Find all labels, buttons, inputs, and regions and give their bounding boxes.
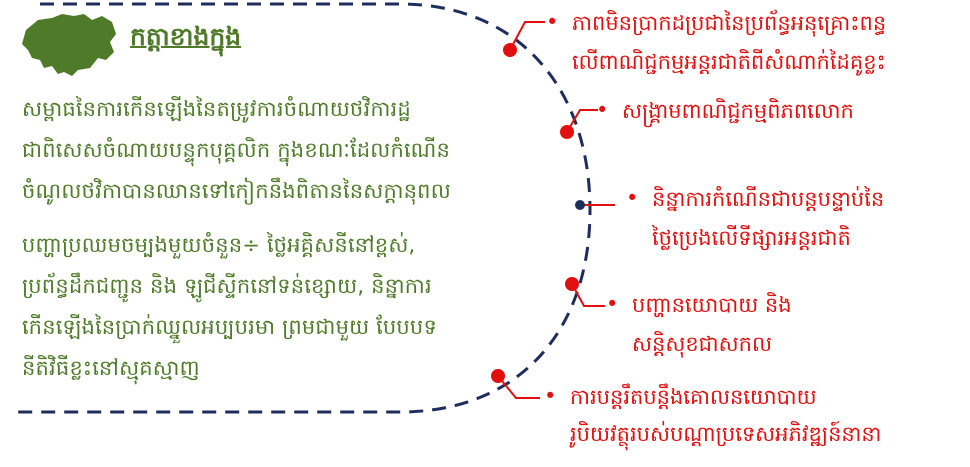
internal-factor-line: បញ្ហាប្រឈមចម្បងមួយចំនួន÷ ថ្លៃអគ្គិសនីនៅខ… — [22, 233, 416, 257]
bullet: • — [596, 98, 609, 122]
risk-dot-4 — [565, 277, 579, 291]
connectors — [497, 21, 615, 399]
external-risk-line: ថ្លៃប្រេងលើទីផ្សារអន្តរជាតិ — [652, 226, 851, 250]
connector-5 — [497, 375, 540, 399]
external-risk-line: លើពាណិជ្ជកម្មអន្តរជាតិពីសំណាក់ដៃគូខ្លះ — [572, 50, 886, 74]
internal-factor-line: ជាពិសេសចំណាយបន្ទុកបុគ្គលិក ក្នុងខណៈដែលកំ… — [22, 138, 451, 162]
internal-factor-line: ប្រព័ន្ធដឹកជញ្ជូន និង ឡូជីស្ទីកនៅទន់ខ្សោ… — [22, 274, 432, 298]
external-risk-line: បញ្ហានយោបាយ និង — [632, 293, 792, 317]
external-risk-line: សង្គ្រាមពាណិជ្ជកម្មពិភពលោក — [622, 99, 854, 123]
external-risk-line: រូបិយវត្ថុរបស់បណ្តាប្រទេសអភិវឌ្ឍន៍នានា — [570, 422, 882, 446]
internal-factors-heading: កត្តាខាងក្នុង — [130, 22, 242, 51]
internal-factor-line: សម្ពាធនៃការកើនឡើងនៃតម្រូវការចំណាយថវិការដ… — [22, 97, 411, 121]
connector-2 — [566, 109, 598, 133]
internal-factor-line: ចំណូលថវិកាបានឈានទៅកៀកនឹងពិតាននៃសក្តានុពល — [22, 179, 451, 203]
connector-1 — [509, 21, 545, 51]
risk-dot-2 — [560, 125, 574, 139]
external-risk-line: ភាពមិនប្រាកដប្រជានៃប្រព័ន្ធអនុគ្រោះពន្ធ — [572, 11, 887, 35]
external-risk-3: • និន្នាការកំណើនជាបន្តបន្ទាប់នៃ ថ្លៃប្រេ… — [626, 186, 885, 256]
external-risk-2: • សង្គ្រាមពាណិជ្ជកម្មពិភពលោក — [596, 98, 854, 129]
bullet: • — [626, 186, 639, 210]
external-risk-line: ការបន្តរឹតបន្តឹងគោលនយោបាយ — [570, 385, 817, 409]
internal-factor-line: កើនឡើងនៃប្រាក់ឈ្នួលអប្បបរមា ព្រមជាមួយ បែ… — [22, 315, 437, 339]
risk-dot-1 — [503, 43, 517, 57]
boundary-dashed-line — [18, 2, 592, 414]
cambodia-map-icon — [22, 14, 116, 76]
bullet: • — [606, 292, 619, 316]
connector-4 — [571, 283, 605, 307]
internal-factor-line: នីតិវិធីខ្លះនៅស្មុគស្មាញ — [22, 356, 200, 380]
external-risk-line: សន្តិសុខជាសកល — [632, 332, 772, 356]
bullet: • — [544, 384, 557, 408]
external-risk-4: • បញ្ហានយោបាយ និង សន្តិសុខជាសកល — [606, 292, 792, 362]
risk-dot-5 — [491, 369, 505, 383]
external-risk-1: • ភាពមិនប្រាកដប្រជានៃប្រព័ន្ធអនុគ្រោះពន្… — [546, 10, 887, 80]
external-risk-line: និន្នាការកំណើនជាបន្តបន្ទាប់នៃ — [652, 187, 885, 211]
external-risk-5: • ការបន្តរឹតបន្តឹងគោលនយោបាយ រូបិយវត្ថុរប… — [544, 384, 882, 452]
bullet: • — [546, 10, 559, 34]
risk-dot-3 — [575, 200, 585, 210]
